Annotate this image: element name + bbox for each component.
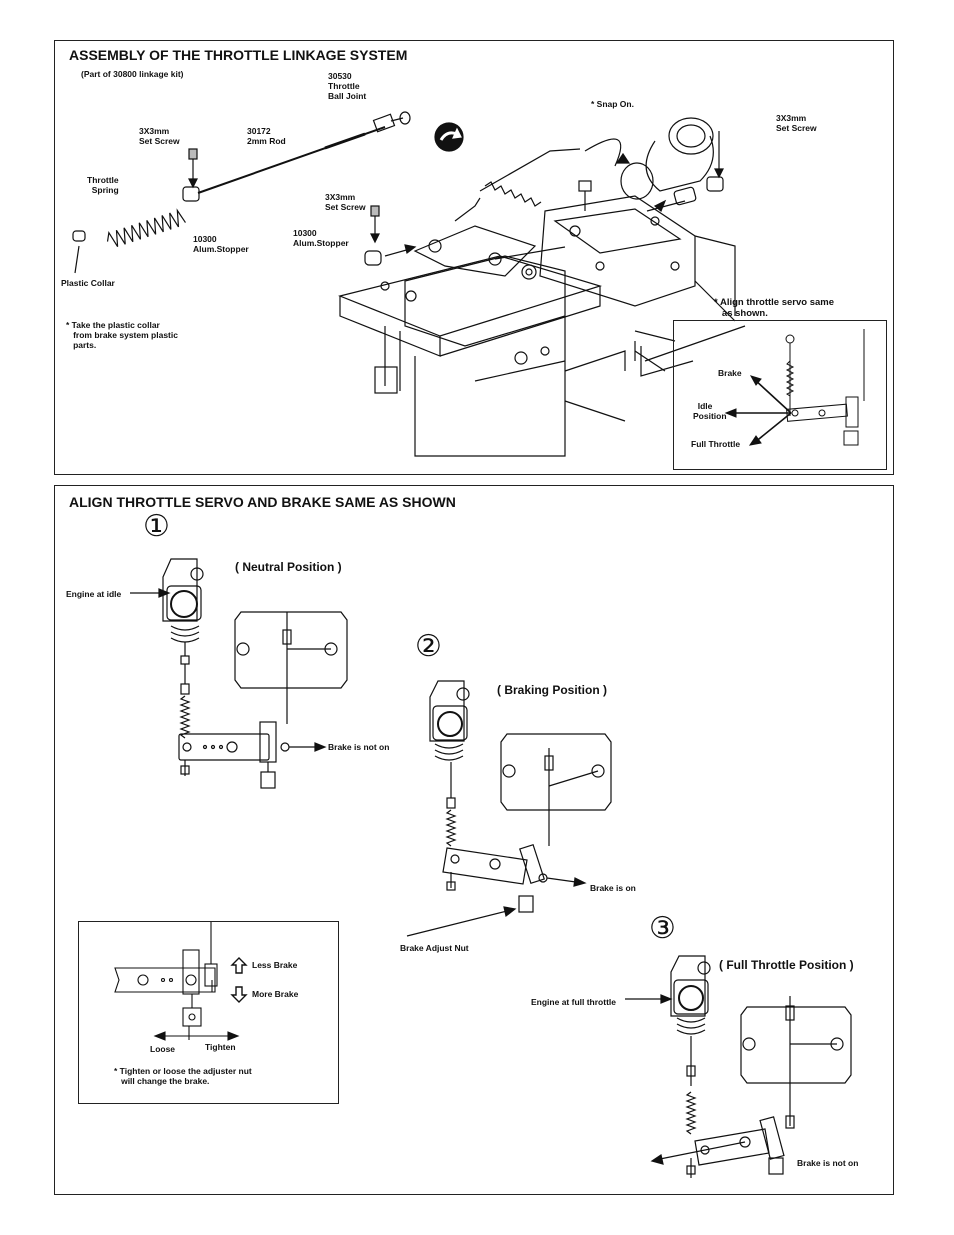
step-3-brake-label: Brake is not on xyxy=(797,1158,859,1168)
loose-label: Loose xyxy=(150,1044,176,1054)
tighten-label: Tighten xyxy=(205,1042,236,1052)
throttle-linkage-assembly-panel: ASSEMBLY OF THE THROTTLE LINKAGE SYSTEM … xyxy=(54,40,894,475)
alignment-title: ALIGN THROTTLE SERVO AND BRAKE SAME AS S… xyxy=(69,494,456,510)
step-3-number: ③ xyxy=(649,912,676,945)
assembly-title: ASSEMBLY OF THE THROTTLE LINKAGE SYSTEM xyxy=(69,47,408,63)
brake-adjust-nut-label: Brake Adjust Nut xyxy=(400,943,469,953)
inset-full-throttle-label: Full Throttle xyxy=(691,439,741,449)
step-1-engine-label: Engine at idle xyxy=(66,589,122,599)
stopper-left-label: 10300 Alum.Stopper xyxy=(193,234,249,254)
step-2-number: ② xyxy=(415,630,442,663)
step-1-number: ① xyxy=(143,510,170,543)
idle-position-inset: Brake Idle Position Full Throttle xyxy=(673,320,887,470)
step-3-position-label: ( Full Throttle Position ) xyxy=(719,958,854,972)
inset-idle-label: Idle Position xyxy=(693,401,727,421)
ball-joint-label: 30530 Throttle Ball Joint xyxy=(328,71,367,101)
step-2-brake-label: Brake is on xyxy=(590,883,636,893)
rod-label: 30172 2mm Rod xyxy=(247,126,286,146)
set-screw-right-label: 3X3mm Set Screw xyxy=(776,113,817,133)
brake-adjust-inset: Less Brake More Brake Loose Tighten * Ti… xyxy=(78,921,339,1104)
brake-adjust-drawing xyxy=(114,922,248,1041)
step-1-brake-label: Brake is not on xyxy=(328,742,390,752)
throttle-spring-label: Throttle Spring xyxy=(87,175,119,195)
set-screw-mid-label: 3X3mm Set Screw xyxy=(325,192,366,212)
alignment-drawings xyxy=(130,558,852,1178)
more-brake-label: More Brake xyxy=(252,989,299,999)
plastic-collar-label: Plastic Collar xyxy=(61,278,115,288)
adjuster-note: * Tighten or loose the adjuster nut will… xyxy=(114,1066,252,1086)
less-brake-label: Less Brake xyxy=(252,960,298,970)
kit-note: (Part of 30800 linkage kit) xyxy=(81,69,184,79)
servo-brake-alignment-panel: ALIGN THROTTLE SERVO AND BRAKE SAME AS S… xyxy=(54,485,894,1195)
step-1-position-label: ( Neutral Position ) xyxy=(235,560,342,574)
inset-brake-label: Brake xyxy=(718,368,742,378)
set-screw-left-label: 3X3mm Set Screw xyxy=(139,126,180,146)
step-3-engine-label: Engine at full throttle xyxy=(531,997,616,1007)
collar-note: * Take the plastic collar from brake sys… xyxy=(66,320,178,350)
snap-on-label: * Snap On. xyxy=(591,99,634,109)
step-2-position-label: ( Braking Position ) xyxy=(497,683,608,697)
inset-linkage-drawing xyxy=(724,329,865,446)
stopper-mid-label: 10300 Alum.Stopper xyxy=(293,228,349,248)
linkage-assembly-drawing xyxy=(72,111,746,457)
